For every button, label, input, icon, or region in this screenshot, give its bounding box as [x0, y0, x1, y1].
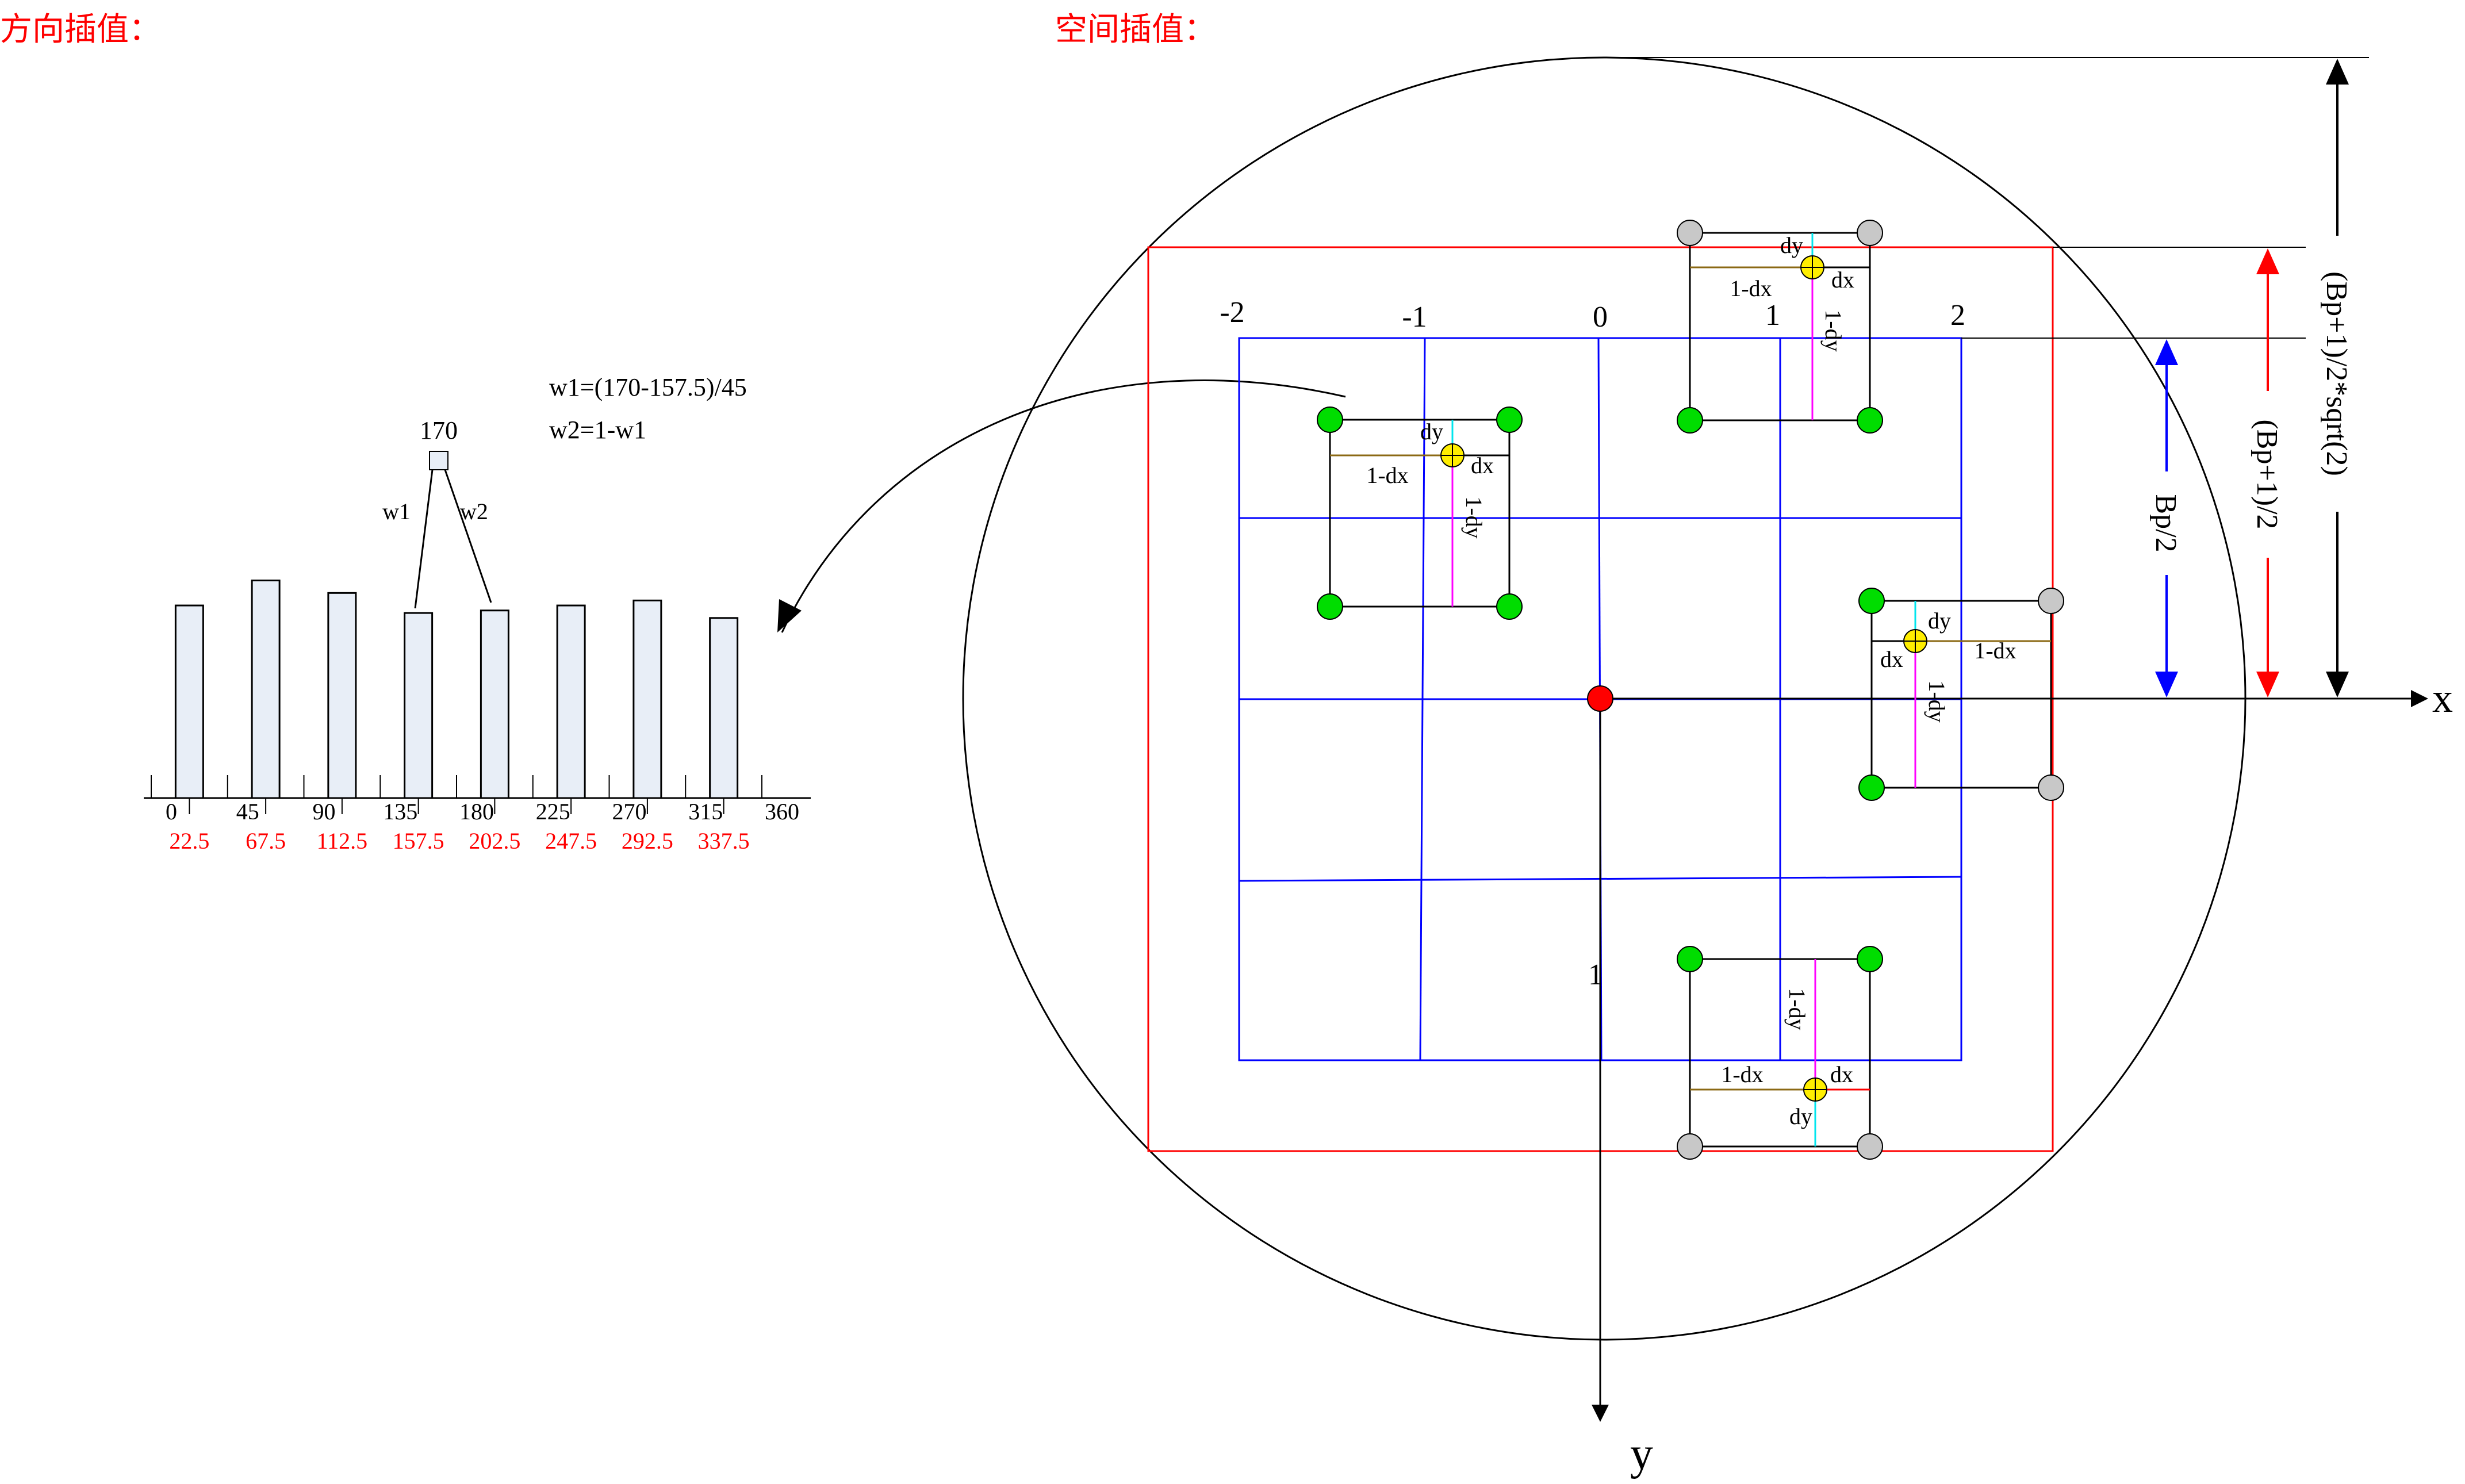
spatial-panel: -2 -1 0 1 2 1 x y Bp/2 (Bp+1)/2	[962, 56, 2453, 1479]
label-one-minus-dx: 1-dx	[1730, 275, 1772, 301]
histogram-center-label: 22.5	[169, 828, 209, 854]
orientation-histogram: 0 45 90 135 180 225 270 315 360 22.5 67.5 112.5 157…	[144, 373, 811, 854]
histogram-tick-label: 270	[612, 799, 647, 825]
label-dx: dx	[1471, 453, 1494, 478]
dim-radius: (Bp+1)/2*sqrt(2)	[2317, 59, 2358, 697]
histogram-center-label: 337.5	[698, 828, 750, 854]
column-label-0: 0	[1593, 301, 1608, 333]
histogram-tick-label: 315	[688, 799, 723, 825]
label-one-minus-dy: 1-dy	[1820, 309, 1846, 351]
dim-half-bp-plus-label: (Bp+1)/2	[2251, 419, 2283, 529]
label-dy: dy	[1928, 608, 1951, 634]
spatial-title: 空间插值：	[1055, 12, 1216, 48]
histogram-tick-labels: 0 45 90 135 180 225 270 315 360	[166, 799, 799, 825]
histogram-bar	[709, 617, 739, 799]
sample-orientation-marker	[429, 451, 448, 470]
histogram-tick-label: 180	[459, 799, 494, 825]
label-dx: dx	[1831, 267, 1854, 293]
histogram-bar	[404, 612, 434, 799]
histogram-center-label: 67.5	[246, 828, 286, 854]
label-dx: dx	[1880, 646, 1903, 672]
weight-line-w1	[414, 469, 434, 609]
label-dy: dy	[1420, 419, 1443, 444]
histogram-tick-label: 0	[166, 799, 177, 825]
interp-cell-bottom: dy dx 1-dx 1-dy	[1677, 946, 1883, 1160]
label-dx: dx	[1830, 1061, 1853, 1087]
histogram-tick-label: 135	[383, 799, 417, 825]
histogram-bar	[480, 609, 509, 799]
histogram-tick-label: 90	[313, 799, 336, 825]
histogram-bar	[632, 599, 662, 799]
histogram-center-label: 202.5	[469, 828, 520, 854]
histogram-tick-label: 360	[765, 799, 799, 825]
interp-cell-right: dy dx 1-dx 1-dy	[1858, 588, 2064, 801]
weight-formula-2: w2=1-w1	[549, 416, 646, 444]
dim-half-bp: Bp/2	[2146, 339, 2187, 697]
label-one-minus-dy: 1-dy	[1461, 496, 1487, 538]
sample-orientation-value: 170	[420, 416, 458, 444]
interp-cell-top: dy dx 1-dx 1-dy	[1677, 220, 1883, 434]
histogram-bar	[174, 604, 204, 799]
y-axis-label: y	[1630, 1429, 1653, 1479]
label-one-minus-dy: 1-dy	[1924, 680, 1950, 722]
dim-half-bp-label: Bp/2	[2149, 494, 2182, 552]
label-one-minus-dx: 1-dx	[1366, 462, 1408, 488]
keypoint-center	[1587, 685, 1613, 712]
histogram-bar	[327, 592, 357, 799]
connector-arrow	[781, 379, 1346, 633]
histogram-bar	[556, 604, 586, 799]
weight-label-w1: w1	[382, 498, 411, 524]
label-one-minus-dx: 1-dx	[1721, 1061, 1763, 1087]
weight-line-w2	[444, 469, 492, 603]
histogram-tick-label: 45	[236, 799, 259, 825]
weight-label-w2: w2	[460, 498, 488, 524]
histogram-center-label: 112.5	[317, 828, 368, 854]
dim-half-bp-plus: (Bp+1)/2	[2247, 248, 2288, 697]
histogram-ticks	[151, 775, 762, 814]
label-one-minus-dy: 1-dy	[1784, 988, 1810, 1030]
histogram-bars	[174, 580, 739, 799]
histogram-center-label: 292.5	[622, 828, 673, 854]
direction-title: 方向插值：	[0, 12, 161, 48]
column-label-neg1: -1	[1402, 301, 1427, 333]
histogram-bar	[251, 580, 281, 799]
weight-formula-1: w1=(170-157.5)/45	[549, 373, 747, 401]
dim-radius-label: (Bp+1)/2*sqrt(2)	[2320, 271, 2353, 476]
histogram-center-label: 247.5	[545, 828, 597, 854]
column-label-2: 2	[1950, 299, 1965, 332]
connector-arrowhead	[777, 599, 802, 632]
column-label-1: 1	[1765, 299, 1780, 332]
x-axis-label: x	[2432, 675, 2453, 721]
interp-cell-left: dy dx 1-dx 1-dy	[1317, 407, 1523, 620]
histogram-center-labels: 22.5 67.5 112.5 157.5 202.5 247.5 292.5 337.5	[169, 828, 749, 854]
label-dy: dy	[1780, 232, 1803, 258]
label-one-minus-dx: 1-dx	[1974, 638, 2016, 664]
label-dy: dy	[1789, 1103, 1812, 1129]
column-label-neg2: -2	[1220, 296, 1244, 329]
histogram-tick-label: 225	[536, 799, 570, 825]
histogram-center-label: 157.5	[393, 828, 444, 854]
